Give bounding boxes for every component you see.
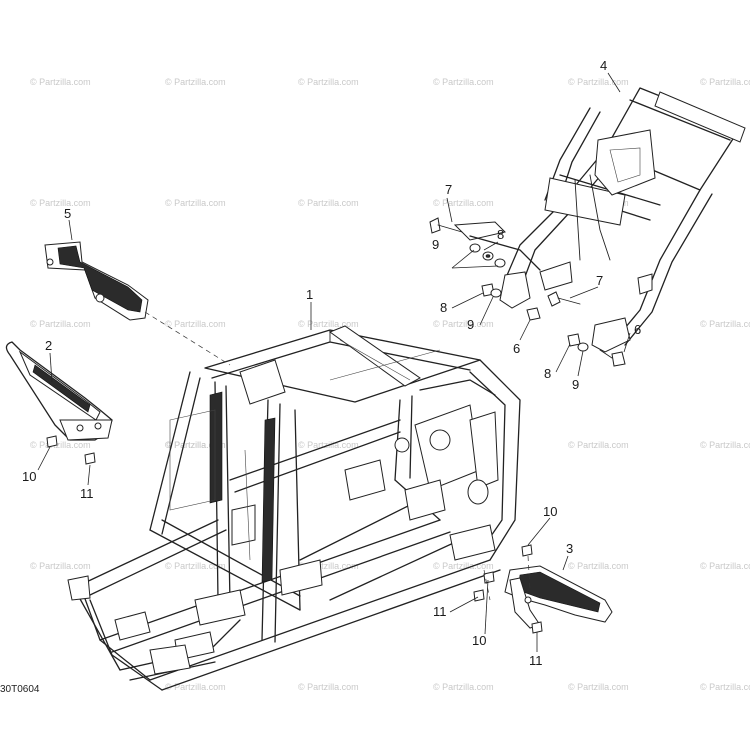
rear-subframe[interactable] [453, 87, 746, 353]
watermark: © Partzilla.com [165, 319, 226, 329]
callout-washer: 9 [572, 377, 579, 392]
watermark: © Partzilla.com [700, 440, 750, 450]
callout-footrest-right: 3 [566, 541, 573, 556]
callout-nut: 11 [529, 653, 543, 668]
heat-shield[interactable] [44, 241, 149, 321]
watermark: © Partzilla.com [700, 77, 750, 87]
watermark: © Partzilla.com [298, 561, 359, 571]
callout-frame: 1 [306, 287, 313, 302]
watermark: © Partzilla.com [165, 198, 226, 208]
fastener-bolt[interactable] [473, 589, 485, 602]
fastener-nut[interactable] [531, 621, 543, 634]
watermark: © Partzilla.com [30, 561, 91, 571]
callout-bolt: 6 [513, 341, 520, 356]
watermark: © Partzilla.com [700, 319, 750, 329]
watermark: © Partzilla.com [433, 198, 494, 208]
callout-footrest-left: 2 [45, 338, 52, 353]
watermark: © Partzilla.com [30, 440, 91, 450]
watermark: © Partzilla.com [433, 682, 494, 692]
watermark: © Partzilla.com [433, 319, 494, 329]
watermark: © Partzilla.com [700, 561, 750, 571]
watermark: © Partzilla.com [568, 440, 629, 450]
watermark: © Partzilla.com [165, 77, 226, 87]
watermark: © Partzilla.com [568, 561, 629, 571]
fastener-bolt[interactable] [526, 307, 541, 321]
callout-washer: 9 [432, 237, 439, 252]
callout-washer: 9 [467, 317, 474, 332]
watermark: © Partzilla.com [433, 77, 494, 87]
footrest-left[interactable] [5, 341, 113, 441]
heat-shield-leader-dashed [144, 311, 231, 366]
watermark: © Partzilla.com [30, 319, 91, 329]
fastener-bolt[interactable] [46, 435, 58, 448]
watermark: © Partzilla.com [298, 77, 359, 87]
fastener-nut[interactable] [481, 283, 502, 298]
callout-nut: 11 [433, 604, 447, 619]
watermark: © Partzilla.com [165, 682, 226, 692]
fastener-nut[interactable] [567, 333, 589, 352]
callout-bolt: 10 [22, 469, 36, 484]
callout-nut: 8 [497, 227, 504, 242]
watermark: © Partzilla.com [568, 682, 629, 692]
main-frame[interactable] [67, 325, 521, 691]
callout-heat-shield: 5 [64, 206, 71, 221]
callout-screw: 7 [445, 182, 452, 197]
callout-bolt: 10 [472, 633, 486, 648]
footrest-right[interactable] [504, 565, 613, 629]
fastener-screw[interactable] [429, 217, 463, 234]
callout-nut: 11 [80, 486, 94, 501]
fastener-nut[interactable] [483, 571, 495, 584]
fastener-bolt[interactable] [521, 544, 533, 557]
watermark: © Partzilla.com [298, 319, 359, 329]
callout-rear-subframe: 4 [600, 58, 607, 73]
callout-leaders [37, 72, 631, 652]
watermark: © Partzilla.com [568, 77, 629, 87]
watermark: © Partzilla.com [30, 198, 91, 208]
callout-nut: 8 [440, 300, 447, 315]
watermark: © Partzilla.com [298, 682, 359, 692]
watermark: © Partzilla.com [165, 561, 226, 571]
fastener-bolt[interactable] [599, 349, 626, 367]
callout-nut: 8 [544, 366, 551, 381]
diagram-code: 30T0604 [0, 684, 40, 695]
watermark: © Partzilla.com [433, 561, 494, 571]
watermark: © Partzilla.com [30, 77, 91, 87]
assembly-axis [527, 555, 531, 591]
callout-bolt: 10 [543, 504, 557, 519]
watermark: © Partzilla.com [165, 440, 226, 450]
watermark: © Partzilla.com [700, 682, 750, 692]
watermark: © Partzilla.com [165, 440, 226, 450]
callout-bolt: 6 [634, 322, 641, 337]
fastener-nut[interactable] [84, 452, 96, 465]
callout-screw: 7 [596, 273, 603, 288]
fastener-washer[interactable] [469, 243, 506, 268]
watermark: © Partzilla.com [298, 198, 359, 208]
fastener-screw[interactable] [547, 291, 581, 307]
